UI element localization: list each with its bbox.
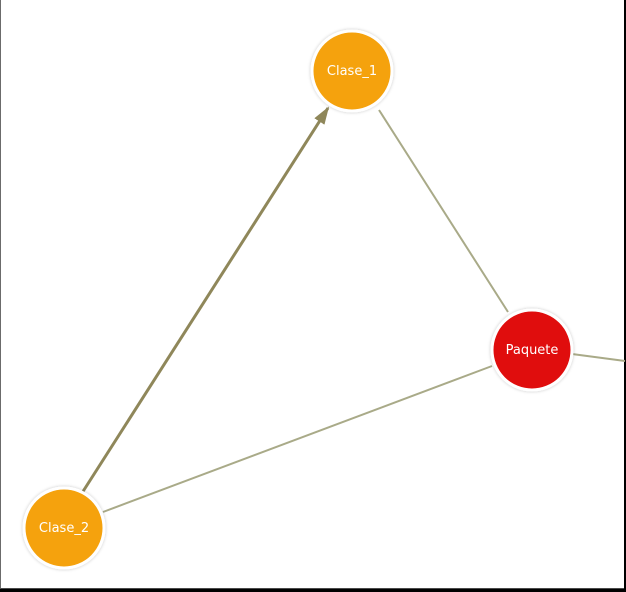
node-paquete[interactable]: Paquete	[490, 308, 574, 392]
node-clase-1[interactable]: Clase_1	[310, 29, 394, 113]
edge-clase2-paquete[interactable]	[102, 365, 493, 513]
node-clase-2-label: Clase_2	[39, 521, 89, 536]
node-paquete-label: Paquete	[506, 343, 559, 358]
node-clase-2[interactable]: Clase_2	[22, 486, 106, 570]
node-clase-2-circle[interactable]	[22, 486, 106, 570]
edge-clase2-to-clase1[interactable]	[80, 106, 330, 494]
edge-paquete-offscreen[interactable]	[571, 353, 626, 362]
node-clase-1-label: Clase_1	[327, 64, 377, 79]
node-clase-1-circle[interactable]	[310, 29, 394, 113]
edge-clase1-paquete[interactable]	[378, 109, 509, 313]
node-paquete-circle[interactable]	[490, 308, 574, 392]
